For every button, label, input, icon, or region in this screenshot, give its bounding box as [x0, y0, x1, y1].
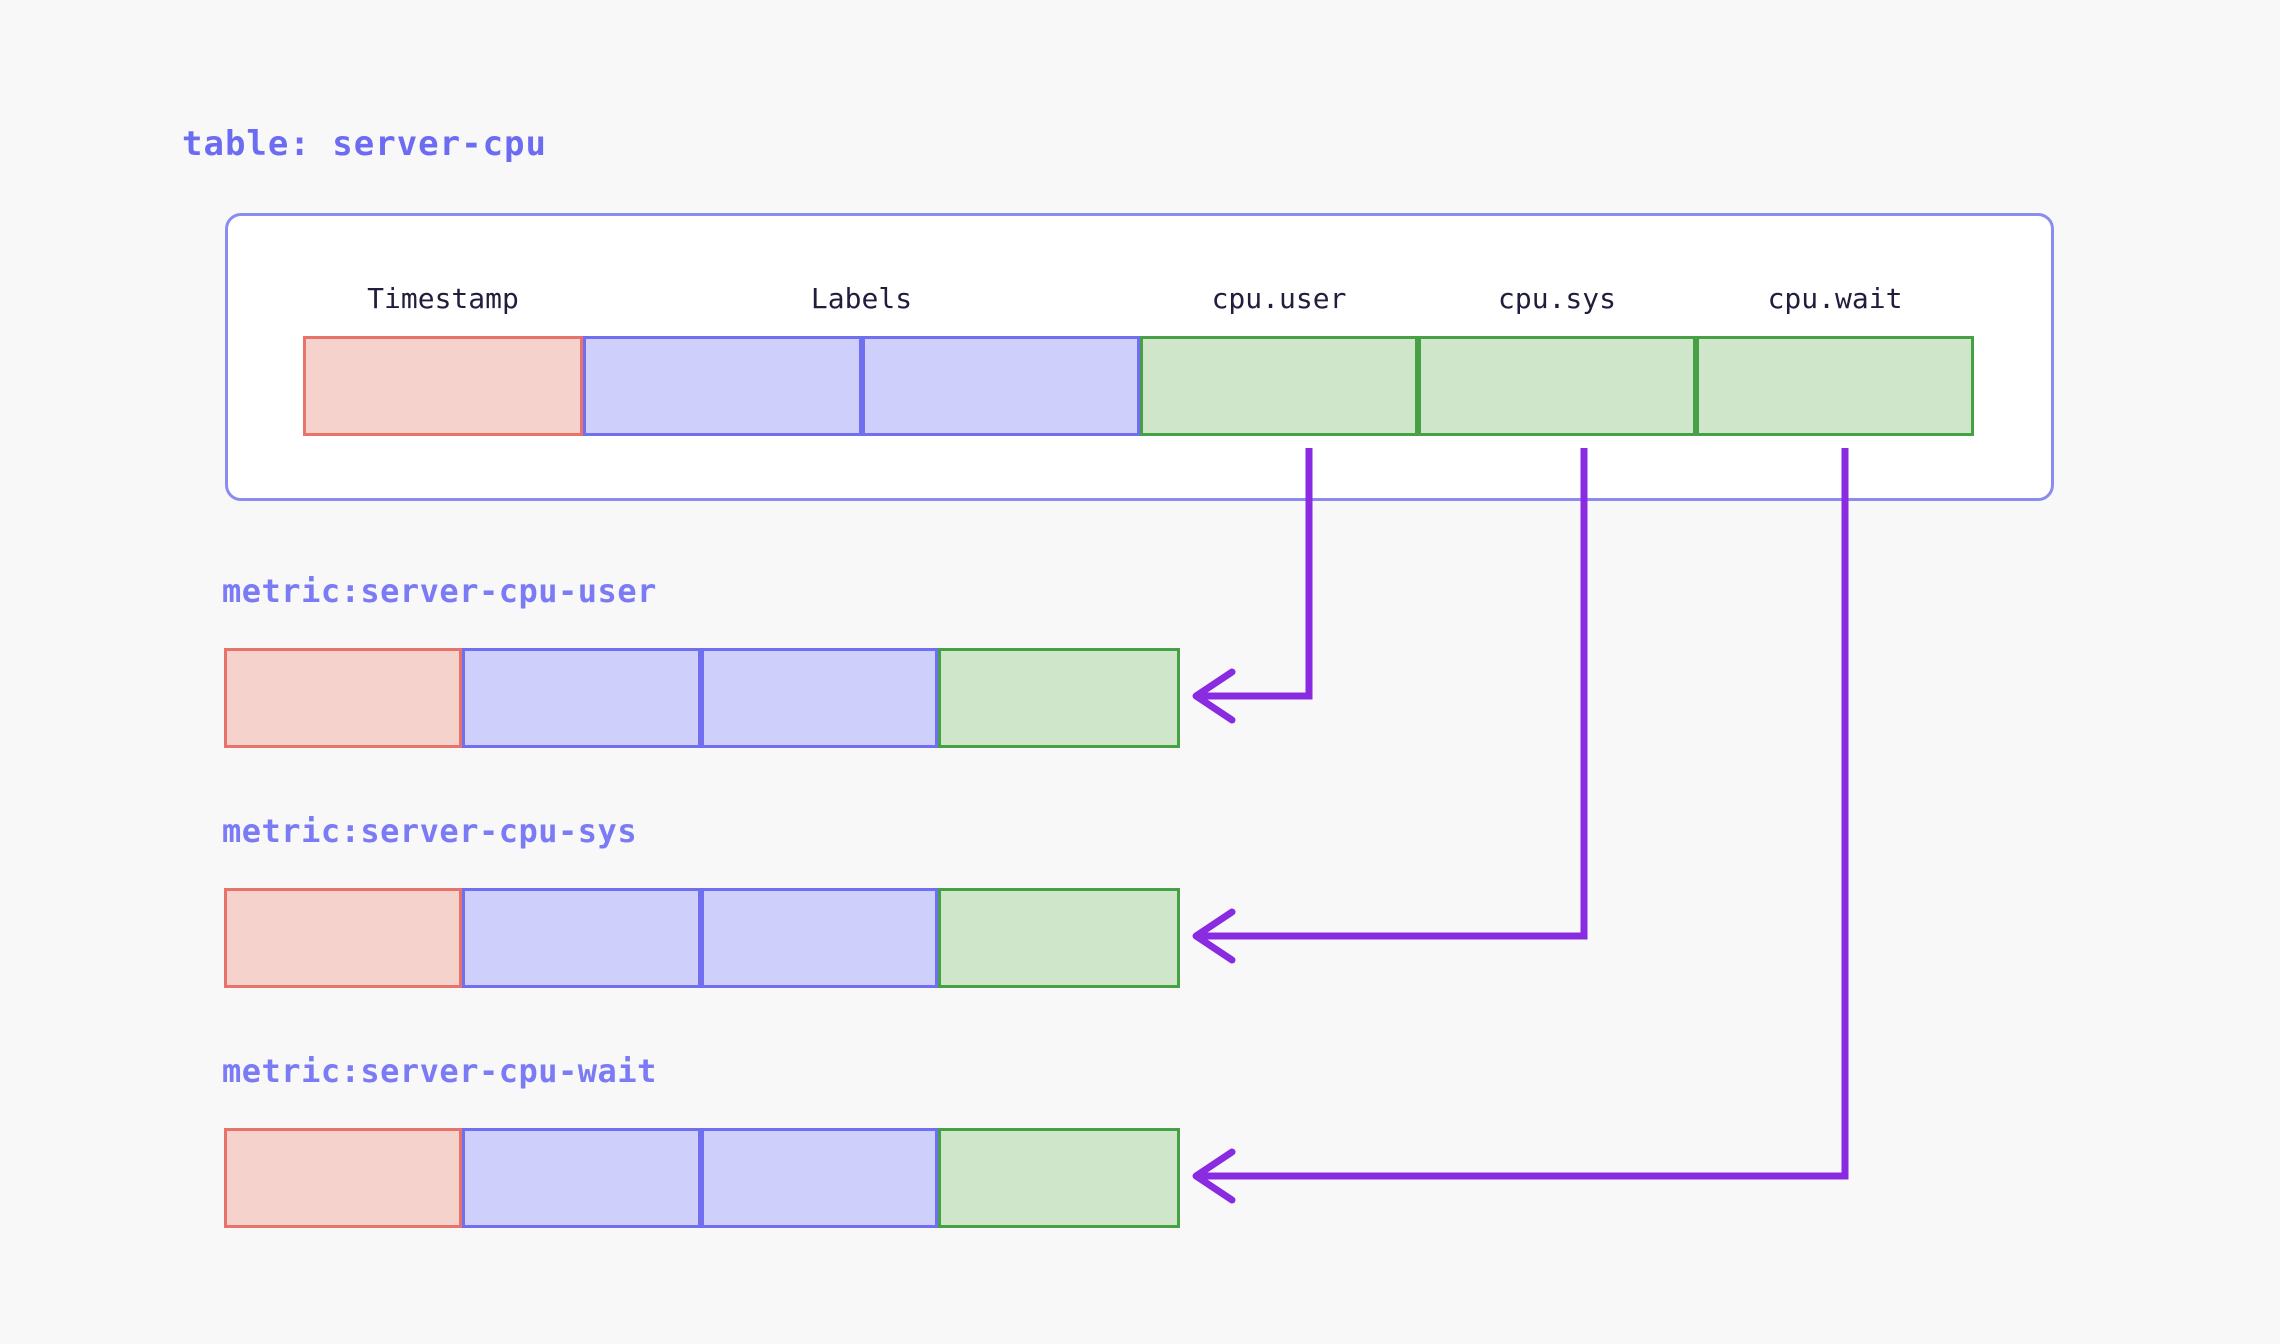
column-header-cpu-wait: cpu.wait — [1767, 282, 1903, 315]
table-cell-cpu-user — [1140, 336, 1418, 436]
metric-user-cell-label-1 — [462, 648, 701, 748]
metric-title-server-cpu-sys: metric:server-cpu-sys — [222, 812, 638, 850]
metric-wait-cell-label-1 — [462, 1128, 701, 1228]
metric-sys-cell-timestamp — [224, 888, 462, 988]
metric-user-cell-value — [938, 648, 1180, 748]
column-header-cpu-user: cpu.user — [1211, 282, 1347, 315]
column-header-cpu-sys: cpu.sys — [1497, 282, 1616, 315]
metric-sys-cell-label-1 — [462, 888, 701, 988]
column-header-timestamp: Timestamp — [367, 282, 519, 315]
metric-sys-cell-label-2 — [701, 888, 938, 988]
metric-sys-cell-value — [938, 888, 1180, 988]
metric-title-server-cpu-wait: metric:server-cpu-wait — [222, 1052, 657, 1090]
metric-wait-cell-label-2 — [701, 1128, 938, 1228]
connector-cpu-wait — [1200, 448, 1849, 1180]
table-cell-timestamp — [303, 336, 583, 436]
metric-user-cell-timestamp — [224, 648, 462, 748]
metric-user-cell-label-2 — [701, 648, 938, 748]
table-title: table: server-cpu — [182, 124, 547, 164]
column-header-labels: Labels — [810, 282, 913, 315]
table-cell-cpu-wait — [1696, 336, 1974, 436]
metric-title-server-cpu-user: metric:server-cpu-user — [222, 572, 657, 610]
arrowhead-cpu-user — [1192, 668, 1236, 724]
metric-wait-cell-timestamp — [224, 1128, 462, 1228]
arrowhead-cpu-wait — [1192, 1148, 1236, 1204]
metric-wait-cell-value — [938, 1128, 1180, 1228]
table-cell-cpu-sys — [1418, 336, 1696, 436]
connector-cpu-sys — [1200, 448, 1588, 940]
table-cell-label-2 — [862, 336, 1140, 436]
arrowhead-cpu-sys — [1192, 908, 1236, 964]
table-cell-label-1 — [583, 336, 862, 436]
